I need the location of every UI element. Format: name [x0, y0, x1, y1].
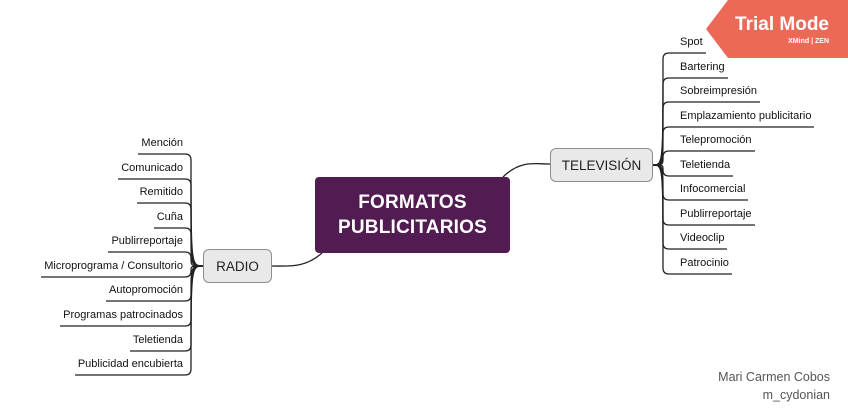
- television-leaf[interactable]: Teletienda: [680, 159, 731, 171]
- branch-television[interactable]: TELEVISIÓN: [550, 148, 653, 182]
- television-leaf[interactable]: Videoclip: [680, 232, 725, 244]
- trial-mode-badge: Trial Mode XMind | ZEN: [706, 0, 848, 58]
- connector-central-television: [502, 162, 551, 178]
- central-topic-line-1: FORMATOS: [358, 192, 467, 213]
- television-leaf[interactable]: Spot: [680, 36, 703, 48]
- radio-leaf[interactable]: Mención: [141, 137, 183, 149]
- branch-radio[interactable]: RADIO: [203, 249, 272, 283]
- radio-leaf[interactable]: Cuña: [156, 211, 183, 223]
- radio-leaf[interactable]: Publirreportaje: [111, 235, 183, 247]
- radio-leaf-connector: [75, 265, 204, 376]
- branch-radio-label: RADIO: [216, 258, 259, 274]
- radio-leaf[interactable]: Teletienda: [132, 334, 183, 346]
- radio-leaf[interactable]: Comunicado: [121, 162, 183, 174]
- television-leaf[interactable]: Patrocinio: [680, 257, 729, 269]
- radio-leaf[interactable]: Publicidad encubierta: [77, 358, 183, 370]
- television-leaf[interactable]: Emplazamiento publicitario: [680, 110, 812, 122]
- television-leaf[interactable]: Sobreimpresión: [680, 85, 758, 97]
- radio-leaf[interactable]: Remitido: [139, 186, 183, 198]
- trial-mode-brand: XMind | ZEN: [788, 38, 829, 45]
- author-handle: m_cydonian: [762, 388, 830, 402]
- television-leaf-connector: [652, 126, 814, 166]
- radio-leaf-connector: [137, 202, 204, 267]
- radio-leaf[interactable]: Microprograma / Consultorio: [44, 260, 183, 272]
- television-leaf[interactable]: Infocomercial: [680, 183, 746, 195]
- branch-television-label: TELEVISIÓN: [561, 157, 642, 173]
- trial-badge-shape: [706, 0, 848, 58]
- author-name: Mari Carmen Cobos: [718, 370, 830, 384]
- xmind-brand: XMind: [788, 38, 810, 45]
- television-leaf[interactable]: Bartering: [680, 61, 725, 73]
- central-topic-line-2: PUBLICITARIOS: [338, 217, 487, 238]
- trial-mode-title: Trial Mode: [735, 14, 829, 35]
- radio-leaf[interactable]: Autopromoción: [109, 284, 183, 296]
- xmind-edition: ZEN: [815, 38, 829, 45]
- television-leaf-connector: [652, 164, 732, 275]
- central-topic[interactable]: FORMATOS PUBLICITARIOS: [315, 177, 510, 253]
- radio-leaf-connector: [154, 227, 204, 267]
- television-leaf[interactable]: Publirreportaje: [680, 208, 752, 220]
- television-leaf[interactable]: Telepromoción: [680, 134, 752, 146]
- television-leaf-connector: [652, 101, 760, 166]
- connector-central-radio: [271, 252, 323, 267]
- radio-leaf[interactable]: Programas patrocinados: [63, 309, 183, 321]
